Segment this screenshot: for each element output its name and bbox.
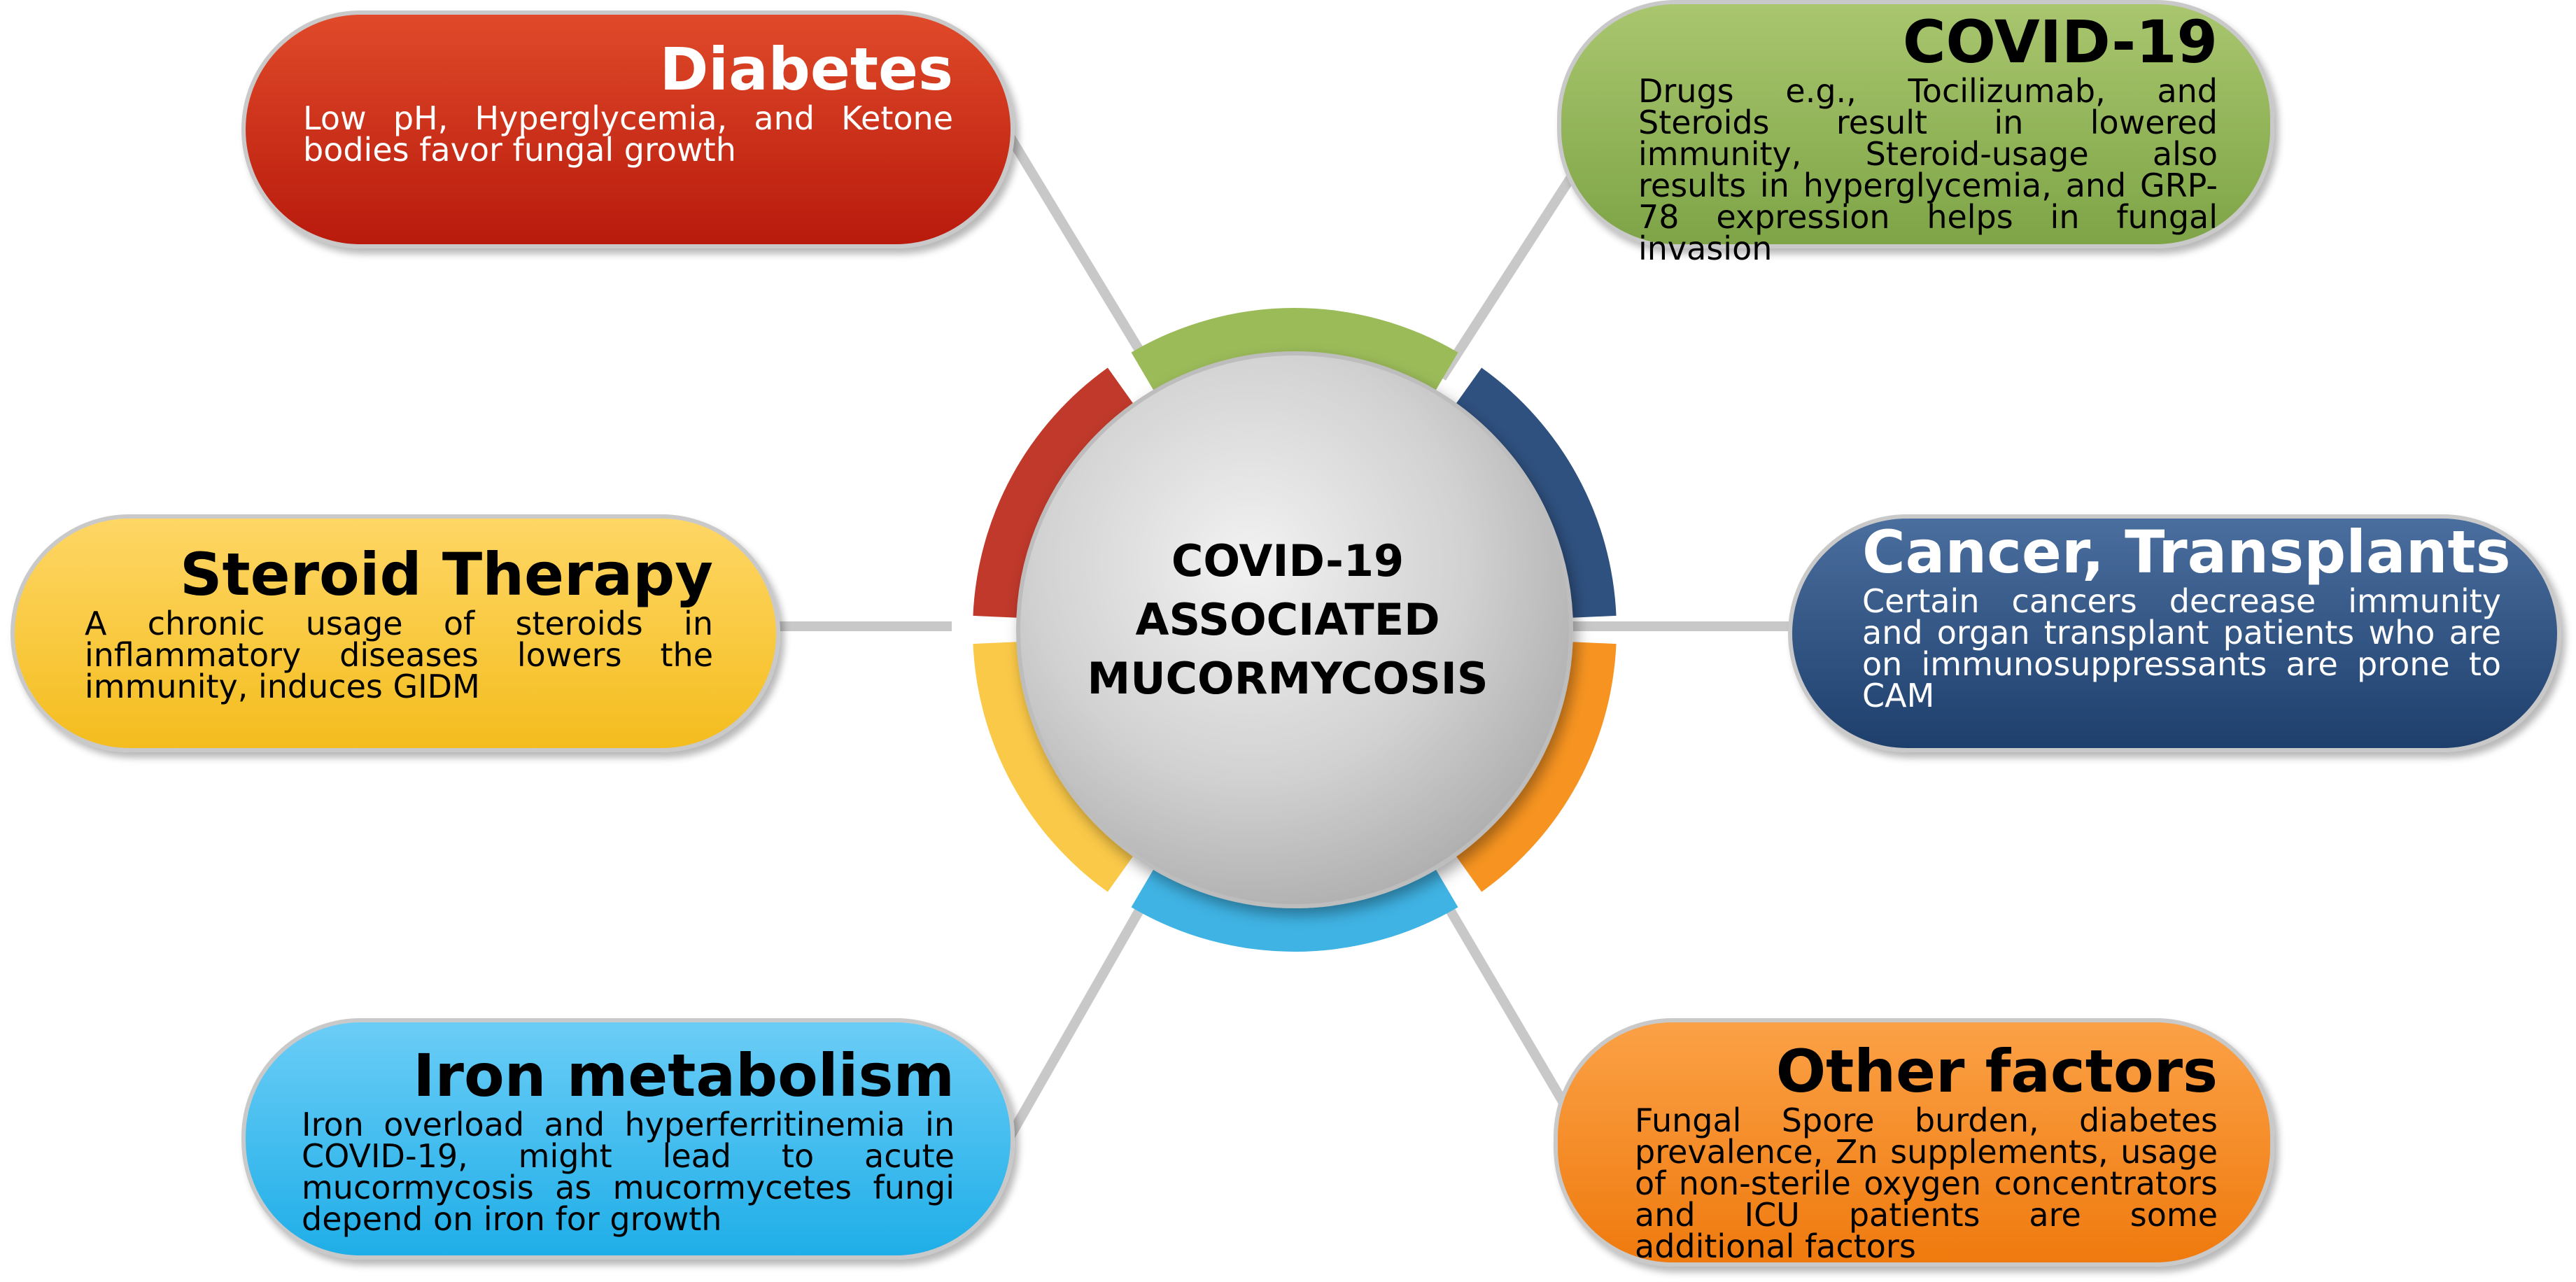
factor-description-other: Fungal Spore burden, diabetes prevalence… xyxy=(1635,1101,2218,1265)
center-label: COVID-19 ASSOCIATED MUCORMYCOSIS xyxy=(1022,532,1554,708)
factor-card-covid: COVID-19 Drugs e.g., Tocilizumab, and St… xyxy=(1557,0,2274,265)
factor-description-diabetes: Low pH, Hyperglycemia, and Ketone bodies… xyxy=(303,99,953,169)
center-label-line1: COVID-19 xyxy=(1171,535,1405,586)
connector-lines xyxy=(770,130,1806,1143)
factor-description-covid: Drugs e.g., Tocilizumab, and Steroids re… xyxy=(1638,72,2218,267)
center-label-line3: MUCORMYCOSIS xyxy=(1087,653,1488,704)
factor-card-other: Other factors Fungal Spore burden, diabe… xyxy=(1554,1018,2274,1267)
connector-diabetes xyxy=(1004,130,1152,367)
factor-card-cancer: Cancer, Transplants Certain cancers decr… xyxy=(1788,514,2561,752)
factor-card-iron: Iron metabolism Iron overload and hyperf… xyxy=(241,1018,1015,1260)
factor-description-steroid: A chronic usage of steroids in inflammat… xyxy=(85,605,713,705)
factor-title-steroid: Steroid Therapy xyxy=(180,540,713,609)
factor-card-steroid: Steroid Therapy A chronic usage of stero… xyxy=(10,514,780,752)
factor-card-diabetes: Diabetes Low pH, Hyperglycemia, and Keto… xyxy=(241,10,1015,248)
connector-covid xyxy=(1437,158,1586,381)
factor-title-iron: Iron metabolism xyxy=(413,1041,955,1110)
factor-title-cancer: Cancer, Transplants xyxy=(1862,518,2511,586)
factor-title-diabetes: Diabetes xyxy=(659,35,953,104)
connector-other xyxy=(1437,893,1586,1136)
factor-title-other: Other factors xyxy=(1775,1037,2218,1106)
factor-title-covid: COVID-19 xyxy=(1902,8,2218,76)
connector-iron xyxy=(1003,893,1153,1143)
center-hub xyxy=(1016,351,1573,908)
factor-description-cancer: Certain cancers decrease immunity and or… xyxy=(1862,582,2501,714)
center-label-line2: ASSOCIATED xyxy=(1135,594,1440,645)
factor-description-iron: Iron overload and hyperferritinemia in C… xyxy=(302,1106,955,1238)
